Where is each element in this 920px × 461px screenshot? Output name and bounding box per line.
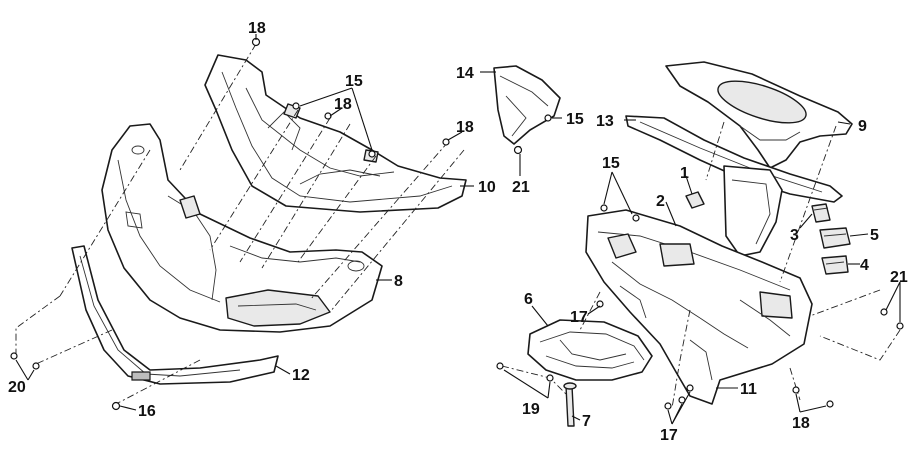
callout-4: 4 (860, 257, 869, 274)
callout-7: 7 (582, 413, 591, 430)
callout-labels: 18 15 18 18 10 8 12 20 16 14 15 21 13 9 … (8, 20, 908, 444)
callout-21-top: 21 (512, 179, 530, 196)
screw-19-a (546, 374, 554, 382)
screw-17-d (686, 384, 694, 392)
screw-20-b (32, 362, 40, 370)
callout-20: 20 (8, 379, 26, 396)
screw-15-right-a (600, 204, 608, 212)
screw-15-right-b (632, 214, 640, 222)
screw-17-a (596, 300, 604, 308)
part-6-lid (527, 319, 653, 381)
part-10-inner-front-cover (204, 54, 467, 213)
screw-18-mid (324, 112, 332, 120)
part-1-clip (685, 191, 705, 209)
screw-15-a (292, 102, 300, 110)
part-13-trim-bar (625, 115, 843, 203)
screw-21-right-a (880, 308, 888, 316)
callout-13: 13 (596, 113, 614, 130)
callout-21-right: 21 (890, 269, 908, 286)
callout-3: 3 (790, 227, 799, 244)
callout-2: 2 (656, 193, 665, 210)
callout-18-right: 18 (456, 119, 474, 136)
callout-16: 16 (138, 403, 156, 420)
callout-19: 19 (522, 401, 540, 418)
callout-10: 10 (478, 179, 496, 196)
screw-21-top (513, 145, 523, 155)
callout-17-bottom: 17 (660, 427, 678, 444)
callout-5: 5 (870, 227, 879, 244)
leader-lines (15, 34, 901, 425)
callout-8: 8 (394, 273, 403, 290)
screw-15-c (544, 114, 552, 122)
callout-6: 6 (524, 291, 533, 308)
callout-1: 1 (680, 165, 689, 182)
part-8-front-cowl (101, 123, 383, 333)
screw-20-a (10, 352, 18, 360)
callout-15-mid: 15 (566, 111, 584, 128)
callout-9: 9 (858, 118, 867, 135)
fasteners (10, 37, 904, 411)
part-4-switch (821, 255, 849, 275)
screw-18-br-b (826, 400, 834, 408)
screw-18-right (442, 138, 450, 146)
screw-17-b (664, 402, 672, 410)
part-9-handlebar-cover (665, 61, 853, 169)
callout-18-mid: 18 (334, 96, 352, 113)
callout-14: 14 (456, 65, 474, 82)
part-3-switch (811, 203, 831, 223)
callout-15-right: 15 (602, 155, 620, 172)
screw-19-b (496, 362, 504, 370)
screw-21-right-b (896, 322, 904, 330)
part-7-rod (563, 382, 577, 427)
callout-12: 12 (292, 367, 310, 384)
part-11-inner-body (585, 209, 813, 405)
center-column (723, 165, 783, 257)
assembly-lines (15, 43, 901, 409)
part-5-switch (819, 227, 851, 249)
part-14-cover-piece (493, 65, 561, 145)
callout-15-left: 15 (345, 73, 363, 90)
screw-18-br-a (792, 386, 800, 394)
callout-11: 11 (740, 381, 757, 398)
callout-18-top: 18 (248, 20, 266, 37)
callout-18-bottom-right: 18 (792, 415, 810, 432)
screw-15-b (368, 150, 376, 158)
screw-16 (111, 401, 121, 411)
part-12-lower-trim (71, 245, 279, 385)
callout-17-left: 17 (570, 309, 588, 326)
